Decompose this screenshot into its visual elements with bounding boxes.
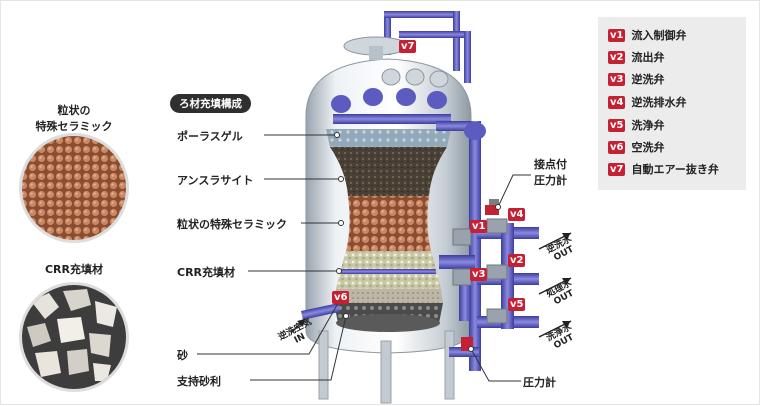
ceramic-caption-line2: 特殊セラミック <box>29 119 119 135</box>
legend-code: v1 <box>608 29 625 42</box>
legend-code: v3 <box>608 73 625 86</box>
valve-badge-v2: v2 <box>508 254 525 267</box>
valve-badge-v4: v4 <box>508 208 525 221</box>
valve-badge-v7: v7 <box>399 40 416 53</box>
layer-label-sand: 砂 <box>177 347 188 363</box>
valve-badge-v5: v5 <box>508 298 525 311</box>
crr-sample-image <box>19 282 129 392</box>
valve-badge-v6: v6 <box>332 291 349 304</box>
legend-item-v6: v6 空洗弁 <box>608 139 664 155</box>
ceramic-sample-image <box>19 133 129 243</box>
crr-sample-caption: CRR充填材 <box>29 262 119 278</box>
legend-label: 自動エアー抜き弁 <box>631 161 718 177</box>
valve-legend: v1 流入制御弁 v2 流出弁 v3 逆洗弁 v4 逆洗排水弁 v5 洗浄弁 v… <box>598 17 746 190</box>
legend-code: v4 <box>608 96 625 109</box>
pressure-gauge-label: 圧力計 <box>523 374 556 390</box>
legend-label: 流出弁 <box>631 49 664 65</box>
legend-item-v1: v1 流入制御弁 <box>608 27 686 43</box>
legend-item-v5: v5 洗浄弁 <box>608 117 664 133</box>
ceramic-sample-caption: 粒状の 特殊セラミック <box>29 103 119 135</box>
ceramic-caption-line1: 粒状の <box>29 103 119 119</box>
legend-code: v6 <box>608 141 625 154</box>
valve-badge-v3: v3 <box>470 268 487 281</box>
legend-code: v2 <box>608 51 625 64</box>
legend-label: 洗浄弁 <box>631 117 664 133</box>
legend-label: 空洗弁 <box>631 139 664 155</box>
legend-label: 逆洗排水弁 <box>631 94 686 110</box>
legend-code: v5 <box>608 119 625 132</box>
legend-code: v7 <box>608 163 625 176</box>
contact-pressure-gauge-label: 接点付 圧力計 <box>534 157 567 189</box>
gauge-top-line2: 圧力計 <box>534 173 567 189</box>
legend-item-v3: v3 逆洗弁 <box>608 71 664 87</box>
legend-item-v2: v2 流出弁 <box>608 49 664 65</box>
legend-item-v4: v4 逆洗排水弁 <box>608 94 686 110</box>
layer-label-ceramic: 粒状の特殊セラミック <box>177 216 287 232</box>
valve-badge-v1: v1 <box>470 220 487 233</box>
layer-label-anthracite: アンスラサイト <box>177 172 253 188</box>
legend-label: 流入制御弁 <box>631 27 686 43</box>
media-composition-tag: ろ材充填構成 <box>170 94 251 113</box>
filter-tank <box>306 37 471 403</box>
layer-label-crr: CRR充填材 <box>177 264 235 280</box>
layer-label-porous-gel: ポーラスゲル <box>177 128 243 144</box>
legend-item-v7: v7 自動エアー抜き弁 <box>608 161 719 177</box>
gauge-top-line1: 接点付 <box>534 157 567 173</box>
legend-label: 逆洗弁 <box>631 71 664 87</box>
layer-label-gravel: 支持砂利 <box>177 373 221 389</box>
